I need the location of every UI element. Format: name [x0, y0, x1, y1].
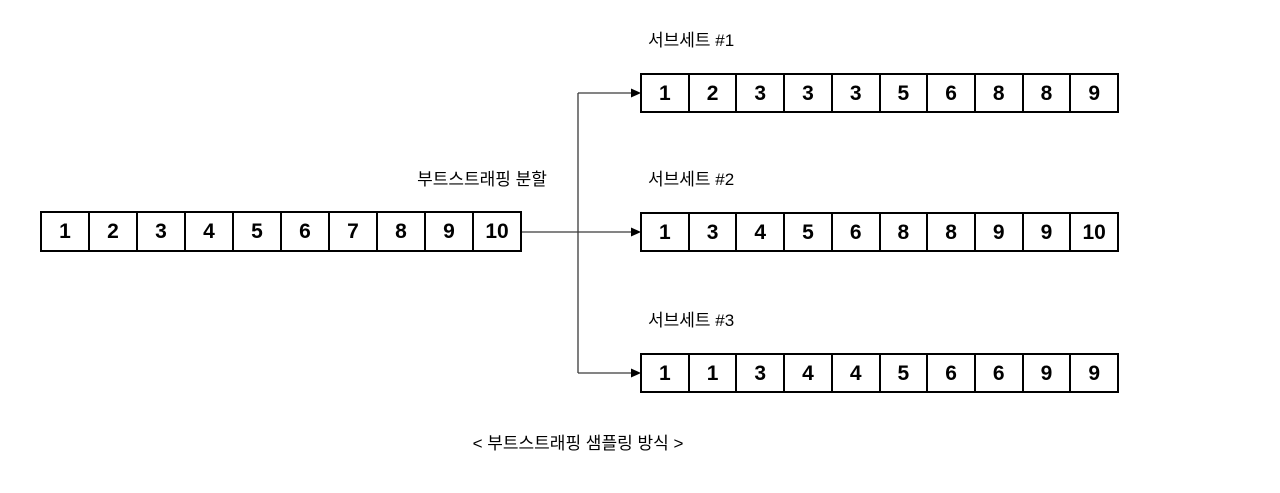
- diagram-caption: < 부트스트래핑 샘플링 방식 >: [472, 434, 684, 453]
- array-cell: 7: [328, 213, 376, 250]
- array-cell: 8: [376, 213, 424, 250]
- array-cell: 9: [1069, 355, 1117, 391]
- array-cell: 9: [1069, 75, 1117, 111]
- array-cell: 10: [472, 213, 520, 250]
- array-cell: 3: [136, 213, 184, 250]
- array-cell: 8: [1021, 75, 1070, 111]
- array-cell: 3: [687, 214, 736, 250]
- array-cell: 1: [687, 355, 736, 391]
- array-cell: 8: [926, 214, 974, 250]
- array-cell: 2: [687, 75, 736, 111]
- array-cell: 3: [735, 355, 783, 391]
- array-cell: 5: [878, 75, 927, 111]
- array-cell: 8: [878, 214, 927, 250]
- array-cell: 6: [926, 355, 974, 391]
- subset-1-label: 서브세트 #1: [648, 31, 735, 50]
- array-cell: 3: [783, 75, 831, 111]
- array-cell: 4: [783, 355, 831, 391]
- array-cell: 9: [424, 213, 472, 250]
- array-cell: 3: [830, 75, 879, 111]
- array-cell: 1: [659, 361, 671, 385]
- array-cell: 10: [1069, 214, 1117, 250]
- subset-2-label: 서브세트 #2: [648, 170, 735, 189]
- array-cell: 6: [280, 213, 328, 250]
- split-label: 부트스트래핑 분할: [417, 170, 547, 189]
- array-cell: 5: [232, 213, 280, 250]
- array-cell: 2: [88, 213, 136, 250]
- array-cell: 1: [659, 81, 671, 105]
- array-cell: 3: [735, 75, 783, 111]
- array-cell: 9: [1021, 355, 1070, 391]
- array-cell: 9: [1021, 214, 1070, 250]
- array-cell: 5: [878, 355, 927, 391]
- array-cell: 4: [830, 355, 879, 391]
- array-cell: 6: [973, 355, 1022, 391]
- array-cell: 6: [926, 75, 974, 111]
- array-cell: 4: [184, 213, 232, 250]
- array-cell: 4: [735, 214, 783, 250]
- array-cell: 1: [659, 220, 671, 244]
- array-cell: 6: [830, 214, 879, 250]
- subset-3-label: 서브세트 #3: [648, 311, 735, 330]
- array-cell: 1: [59, 220, 71, 243]
- array-cell: 9: [973, 214, 1022, 250]
- array-cell: 5: [783, 214, 831, 250]
- array-cell: 8: [973, 75, 1022, 111]
